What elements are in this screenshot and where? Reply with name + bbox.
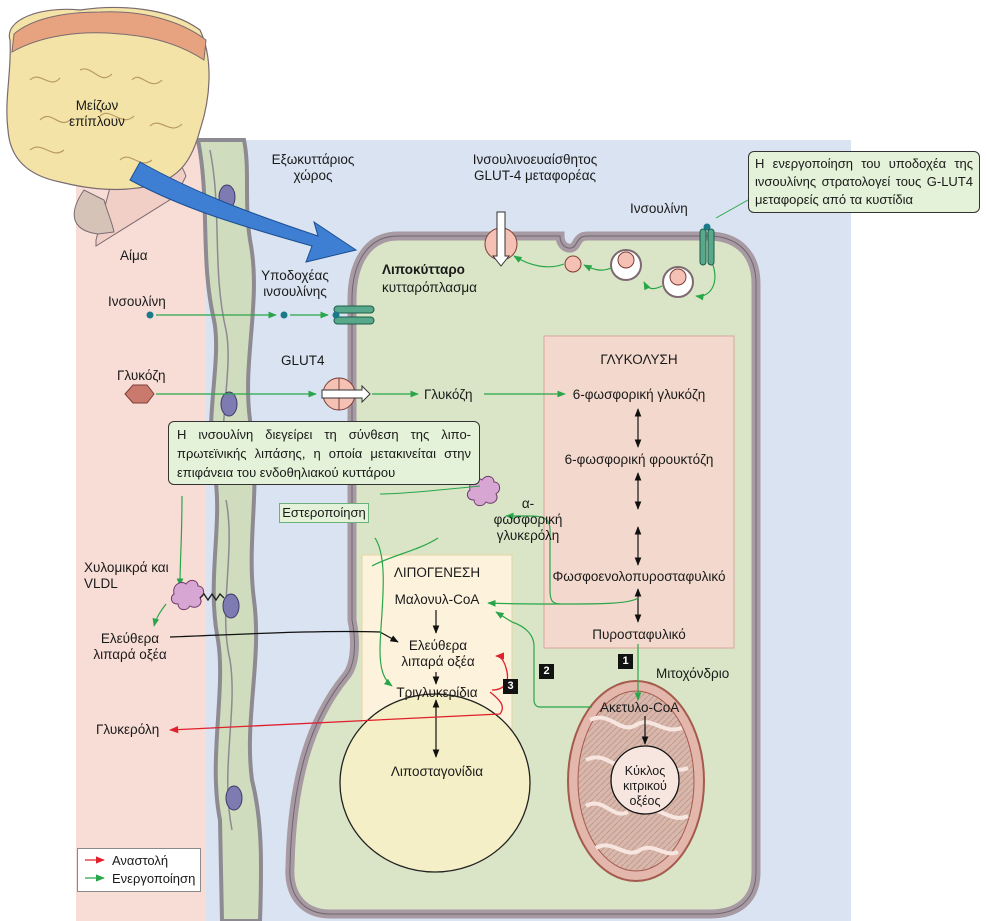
activation-arrow-icon [85, 874, 105, 882]
inhibition-arrow-icon [85, 856, 105, 864]
colon-omentum [6, 6, 210, 247]
insulin-dot-blood [146, 311, 154, 319]
insulin-sensitive-glut4-label: Ινσουλινοευαίσθητος GLUT-4 μεταφορέας [472, 152, 598, 183]
glut4-vesicle-1 [564, 255, 582, 273]
extracellular-space-label: Εξωκυττάριος χώρος [271, 152, 355, 183]
insulin-dot-2 [280, 311, 288, 319]
triglycerides-label: Τριγλυκερίδια [396, 685, 478, 700]
legend: Αναστολή Ενεργοποίηση [77, 848, 201, 892]
membrane-glut4 [484, 211, 518, 267]
lipid-droplets-label: Λιποσταγονίδια [390, 764, 484, 779]
big-blue-arrow [129, 161, 358, 263]
step-3-badge: 3 [503, 679, 518, 694]
glut4-vesicle-2 [610, 249, 642, 281]
cytoplasm-label: κυτταρόπλασμα [382, 280, 477, 295]
legend-activation-label: Ενεργοποίηση [112, 871, 196, 886]
lipoprotein-lipase-note: Η ινσουλίνη διεγείρει τη σύνθεση της λιπ… [168, 421, 480, 485]
glucose-blood-label: Γλυκόζη [117, 368, 166, 383]
glucose-hexagon [124, 384, 155, 404]
insulin-top-label: Ινσουλίνη [630, 201, 688, 216]
malonyl-coa-label: Μαλονυλ-CoA [394, 592, 480, 607]
glut4-vesicle-3 [662, 266, 694, 298]
legend-inhibition-label: Αναστολή [112, 853, 169, 868]
alpha-glycerophosphate-label: α-φωσφορική γλυκερόλη [493, 496, 563, 543]
glut4-transporter [321, 377, 371, 411]
step-1-badge: 1 [618, 654, 633, 669]
insulin-receptor-label: Υποδοχέας ινσουλίνης [261, 268, 329, 299]
glycerol-label: Γλυκερόλη [96, 722, 160, 737]
mitochondrion [567, 680, 705, 882]
lipid-droplet [339, 693, 531, 873]
citric-acid-cycle-circle [610, 745, 680, 815]
step-2-badge: 2 [539, 664, 554, 679]
free-fatty-acids-blood-label: Ελεύθερα λιπαρά οξέα [93, 631, 167, 662]
blood-label: Αίμα [120, 248, 148, 263]
blood-region [76, 140, 206, 921]
greater-omentum-label: Μείζων επίπλουν [69, 98, 125, 129]
membrane-insulin-receptor [699, 223, 715, 266]
legend-activation: Ενεργοποίηση [84, 871, 195, 887]
glycolysis-title: ΓΛΥΚΟΛΥΣΗ [600, 352, 678, 367]
glycolysis-box [543, 335, 735, 649]
receptor-activation-note: Η ενεργοποίηση του υποδοχέα της ινσουλίν… [748, 151, 980, 213]
esterification-label: Εστεροποίηση [279, 503, 369, 523]
insulin-receptor-shape [332, 305, 375, 325]
lipogenesis-title: ΛΙΠΟΓΕΝΕΣΗ [393, 565, 481, 580]
glucose-cell-label: Γλυκόζη [424, 387, 473, 402]
glycolysis-step-4: Πυροσταφυλικό [592, 627, 686, 642]
mitochondrion-label: Μιτοχόνδριο [656, 666, 730, 681]
free-fatty-acids-label: Ελεύθερα λιπαρά οξέα [401, 638, 475, 669]
glycolysis-step-1: 6-φωσφορική γλυκόζη [572, 387, 706, 402]
acetyl-coa-label: Ακετυλο-CoA [600, 700, 680, 715]
citric-acid-cycle-label: Κύκλος κιτρικού οξέος [623, 764, 667, 808]
chylomicrons-label: Χυλομικρά και VLDL [84, 560, 169, 591]
glut4-label: GLUT4 [281, 353, 325, 368]
glycolysis-step-2: 6-φωσφορική φρουκτόζη [564, 452, 714, 467]
insulin-blood-label: Ινσουλίνη [108, 294, 166, 309]
legend-inhibition: Αναστολή [84, 853, 168, 869]
adipocyte-label: Λιποκύτταρο [382, 262, 465, 277]
glycolysis-step-3: Φωσφοενολοπυροσταφυλικό [552, 569, 726, 584]
